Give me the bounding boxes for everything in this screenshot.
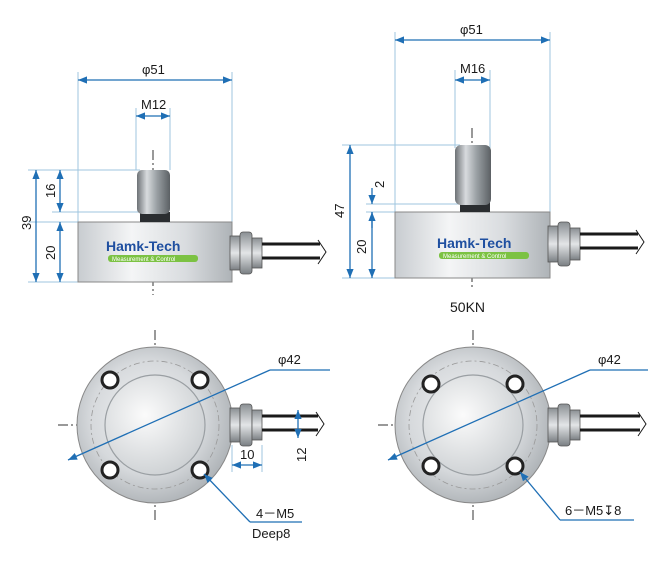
cable-connector [547,403,647,447]
threaded-stud [455,145,491,205]
cable-connector [229,231,327,275]
side-view-left: Hamk-Tech Measurement & Control φ51 M12 … [19,62,327,295]
dim-total-height: 47 [332,204,347,218]
logo-subtext: Measurement & Control [443,254,506,260]
top-view-left: φ42 10 12 4－M5 Deep8 [58,330,330,541]
cable-connector [229,403,325,447]
dim-gap: 2 [372,181,387,188]
logo-text: Hamk-Tech [437,235,511,251]
dim-holes: 6－M5↧8 [565,503,621,518]
dim-diameter: φ51 [460,22,483,37]
bolt-circle [408,360,538,490]
inner-face [104,374,206,476]
bolt-circle [90,360,220,490]
stud-base [140,212,170,222]
dim-body-height: 20 [354,240,369,254]
brand-logo: Hamk-Tech Measurement & Control [437,235,529,260]
dim-diameter: φ51 [142,62,165,77]
bolt-holes [100,370,210,480]
dim-connector-length: 10 [240,447,254,462]
threaded-stud [137,170,170,214]
inner-face [422,374,524,476]
dim-bolt-circle: φ42 [598,352,621,367]
dim-bolt-circle: φ42 [278,352,301,367]
logo-text: Hamk-Tech [106,238,180,254]
stud-base [460,202,490,212]
top-view-right: φ42 6－M5↧8 [378,330,648,521]
dim-thread: M12 [141,97,166,112]
dim-connector-width: 12 [294,448,309,462]
dim-holes: 4－M5 [256,506,294,521]
bolt-holes [421,374,525,476]
dim-hole-depth: Deep8 [252,526,290,541]
dim-total-height: 39 [19,216,34,230]
brand-logo: Hamk-Tech Measurement & Control [106,238,198,263]
cable-connector [547,221,645,267]
model-caption: 50KN [450,299,485,315]
logo-subtext: Measurement & Control [112,257,175,263]
dim-body-height: 20 [43,246,58,260]
dim-thread: M16 [460,61,485,76]
dim-stud-height: 16 [43,184,58,198]
side-view-right: Hamk-Tech Measurement & Control φ51 M16 … [332,22,645,315]
